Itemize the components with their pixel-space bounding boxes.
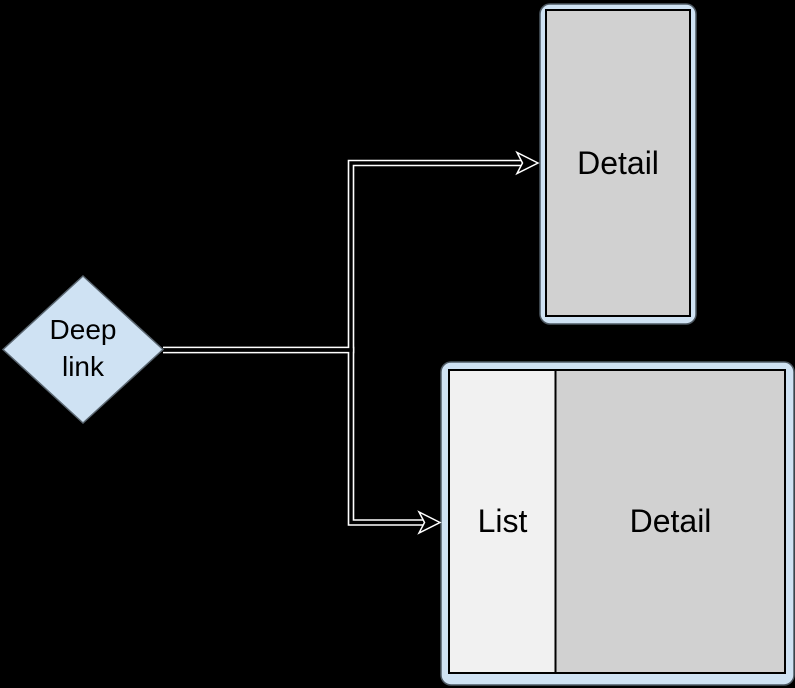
- deep-link-diamond: [1, 274, 165, 425]
- connector-to-expanded-casing: [163, 346, 425, 526]
- expanded-screen-inner-border: [448, 369, 786, 674]
- connector-to-compact-core: [163, 161, 523, 352]
- connector-to-expanded-core: [163, 348, 425, 525]
- deep-link-label: Deep link: [49, 314, 117, 382]
- connector-to-compact-casing: [163, 159, 523, 354]
- compact-screen-detail-label: Detail: [577, 145, 659, 181]
- expanded-screen-list-label: List: [477, 503, 528, 539]
- expanded-screen-detail-panel: [555, 370, 785, 673]
- compact-screen-detail-panel: [545, 9, 691, 317]
- expanded-screen-detail-label: Detail: [629, 503, 712, 539]
- arrowhead-to-expanded-icon: [417, 510, 442, 535]
- expanded-screen-list-panel: [449, 370, 556, 673]
- arrowhead-to-compact-icon: [515, 150, 540, 176]
